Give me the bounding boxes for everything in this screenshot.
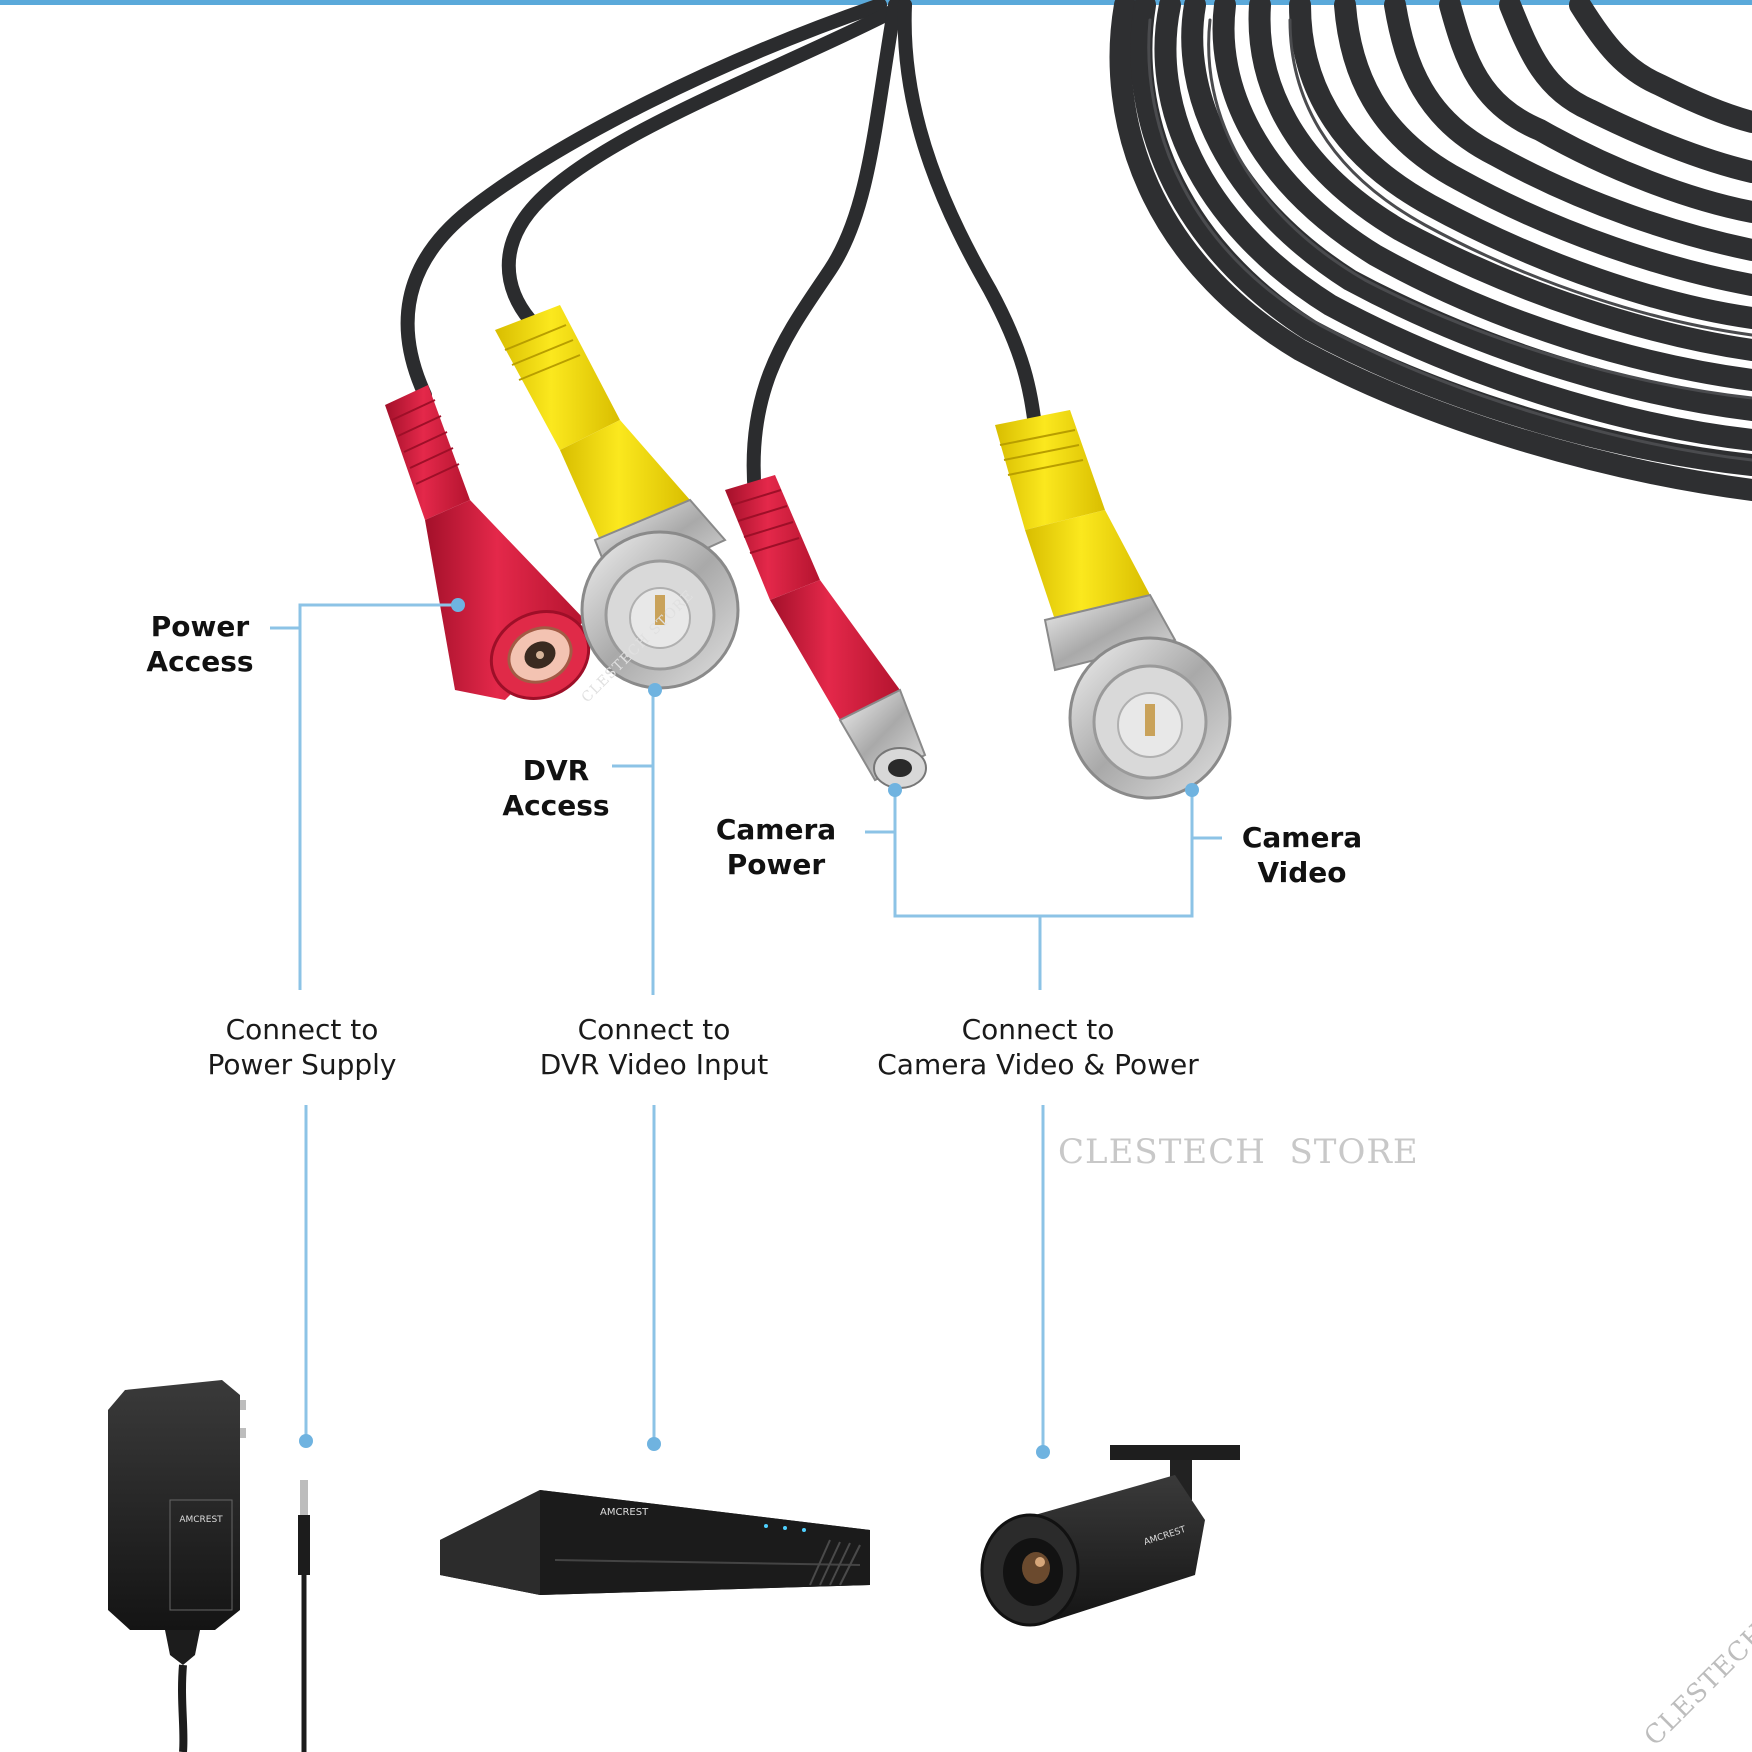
coiled-cable <box>1109 0 1752 501</box>
dvr-recorder-icon: AMCREST <box>440 1490 870 1595</box>
label-camera-power-line1: Camera <box>715 813 837 846</box>
watermark-store: CLESTECH STORE <box>1058 1132 1419 1172</box>
power-adapter-icon: AMCREST <box>108 1380 310 1752</box>
cable-leads <box>400 0 1042 502</box>
dvr-brand-label: AMCREST <box>600 1507 649 1518</box>
bullet-camera-icon: AMCREST <box>980 1445 1240 1627</box>
caption-camera-line1: Connect to <box>961 1013 1115 1046</box>
label-power-access: Power Access <box>146 609 253 679</box>
caption-power-supply-line2: Power Supply <box>207 1048 397 1081</box>
label-camera-power-line2: Power <box>726 848 826 881</box>
caption-power-supply: Connect to Power Supply <box>208 1012 397 1082</box>
caption-camera-line2: Camera Video & Power <box>877 1048 1199 1081</box>
label-camera-video-line2: Video <box>1257 856 1347 889</box>
label-power-access-line1: Power <box>150 610 250 643</box>
label-camera-video-line1: Camera <box>1241 821 1363 854</box>
callout-lines <box>270 603 1222 1450</box>
adapter-brand-label: AMCREST <box>179 1515 223 1525</box>
label-dvr-access-line2: Access <box>502 789 610 822</box>
label-power-access-line2: Access <box>146 645 254 678</box>
red-dc-male-plug <box>725 475 927 789</box>
label-camera-video: Camera Video <box>1242 820 1362 890</box>
caption-dvr-input-line2: DVR Video Input <box>539 1048 769 1081</box>
label-dvr-access-line1: DVR <box>522 754 590 787</box>
caption-camera: Connect to Camera Video & Power <box>877 1012 1199 1082</box>
caption-dvr-input-line1: Connect to <box>577 1013 731 1046</box>
red-dc-female-plug <box>385 385 591 701</box>
label-dvr-access: DVR Access <box>502 753 609 823</box>
yellow-bnc-plug <box>495 305 740 690</box>
caption-dvr-input: Connect to DVR Video Input <box>540 1012 768 1082</box>
callout-dots <box>299 598 1199 1459</box>
caption-power-supply-line1: Connect to <box>225 1013 379 1046</box>
label-camera-power: Camera Power <box>716 812 836 882</box>
yellow-bnc-plug-camera <box>995 410 1232 800</box>
